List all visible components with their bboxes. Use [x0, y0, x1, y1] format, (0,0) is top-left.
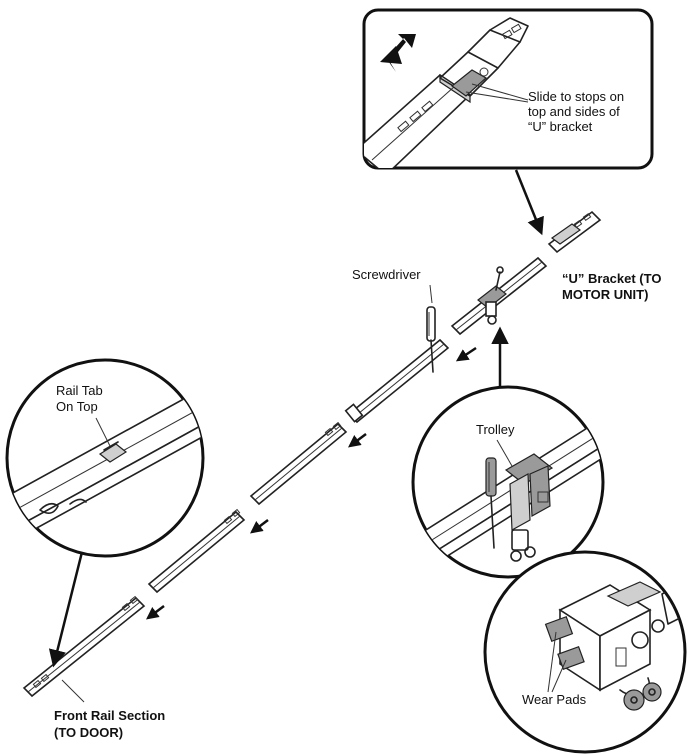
wear-pads-detail-callout: Wear Pads	[483, 550, 687, 754]
direction-arrow-2	[348, 433, 367, 448]
rail-section-3	[249, 421, 348, 506]
rail-section-2	[344, 284, 450, 424]
direction-arrow-4	[146, 605, 165, 620]
rail-tab-pointer-arrow	[48, 551, 84, 668]
slide-note-line-2: top and sides of	[528, 104, 620, 119]
u-bracket	[547, 210, 602, 254]
slide-direction-arrow-icon	[386, 34, 416, 72]
slide-note-line-1: Slide to stops on	[528, 89, 624, 104]
front-rail-section	[22, 595, 146, 698]
trolley-on-rail	[477, 266, 507, 325]
callout-pointer-arrow	[514, 169, 544, 236]
trolley-label: Trolley	[476, 422, 515, 437]
rail-tab-label-line-2: On Top	[56, 399, 98, 414]
wear-pads-label: Wear Pads	[522, 692, 587, 707]
screwdriver-label: Screwdriver	[352, 267, 421, 282]
rail-sections: Screwdriver	[22, 210, 602, 698]
direction-arrow-1	[455, 346, 477, 362]
rail-section-4	[147, 508, 246, 594]
front-rail-label-line-1: Front Rail Section	[54, 708, 165, 723]
rail-tab-detail-callout: Rail Tab On Top	[5, 358, 205, 558]
trolley-detail-callout: Trolley	[411, 385, 605, 579]
u-bracket-label-line-1: “U” Bracket (TO	[562, 271, 661, 286]
direction-arrow-3	[250, 519, 269, 534]
slide-note-line-3: “U” bracket	[528, 119, 593, 134]
rail-tab-label-line-1: Rail Tab	[56, 383, 103, 398]
screwdriver	[426, 306, 436, 373]
front-rail-label-line-2: (TO DOOR)	[54, 725, 123, 740]
rail-section-1	[450, 256, 548, 336]
u-bracket-detail-callout: Slide to stops on top and sides of “U” b…	[362, 8, 654, 170]
u-bracket-label-line-2: MOTOR UNIT)	[562, 287, 648, 302]
